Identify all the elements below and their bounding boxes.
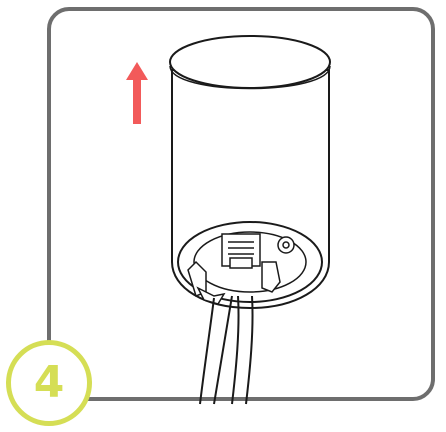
cylinder-rim (169, 65, 331, 90)
step-number-badge: 4 (6, 340, 92, 426)
clip-arms (187, 260, 281, 305)
cable (199, 295, 254, 405)
arrow-up-icon (126, 62, 148, 124)
screw-icon (277, 236, 295, 254)
connector-socket (221, 233, 261, 269)
cylinder-top-edge (169, 35, 331, 89)
step-number: 4 (33, 357, 65, 408)
